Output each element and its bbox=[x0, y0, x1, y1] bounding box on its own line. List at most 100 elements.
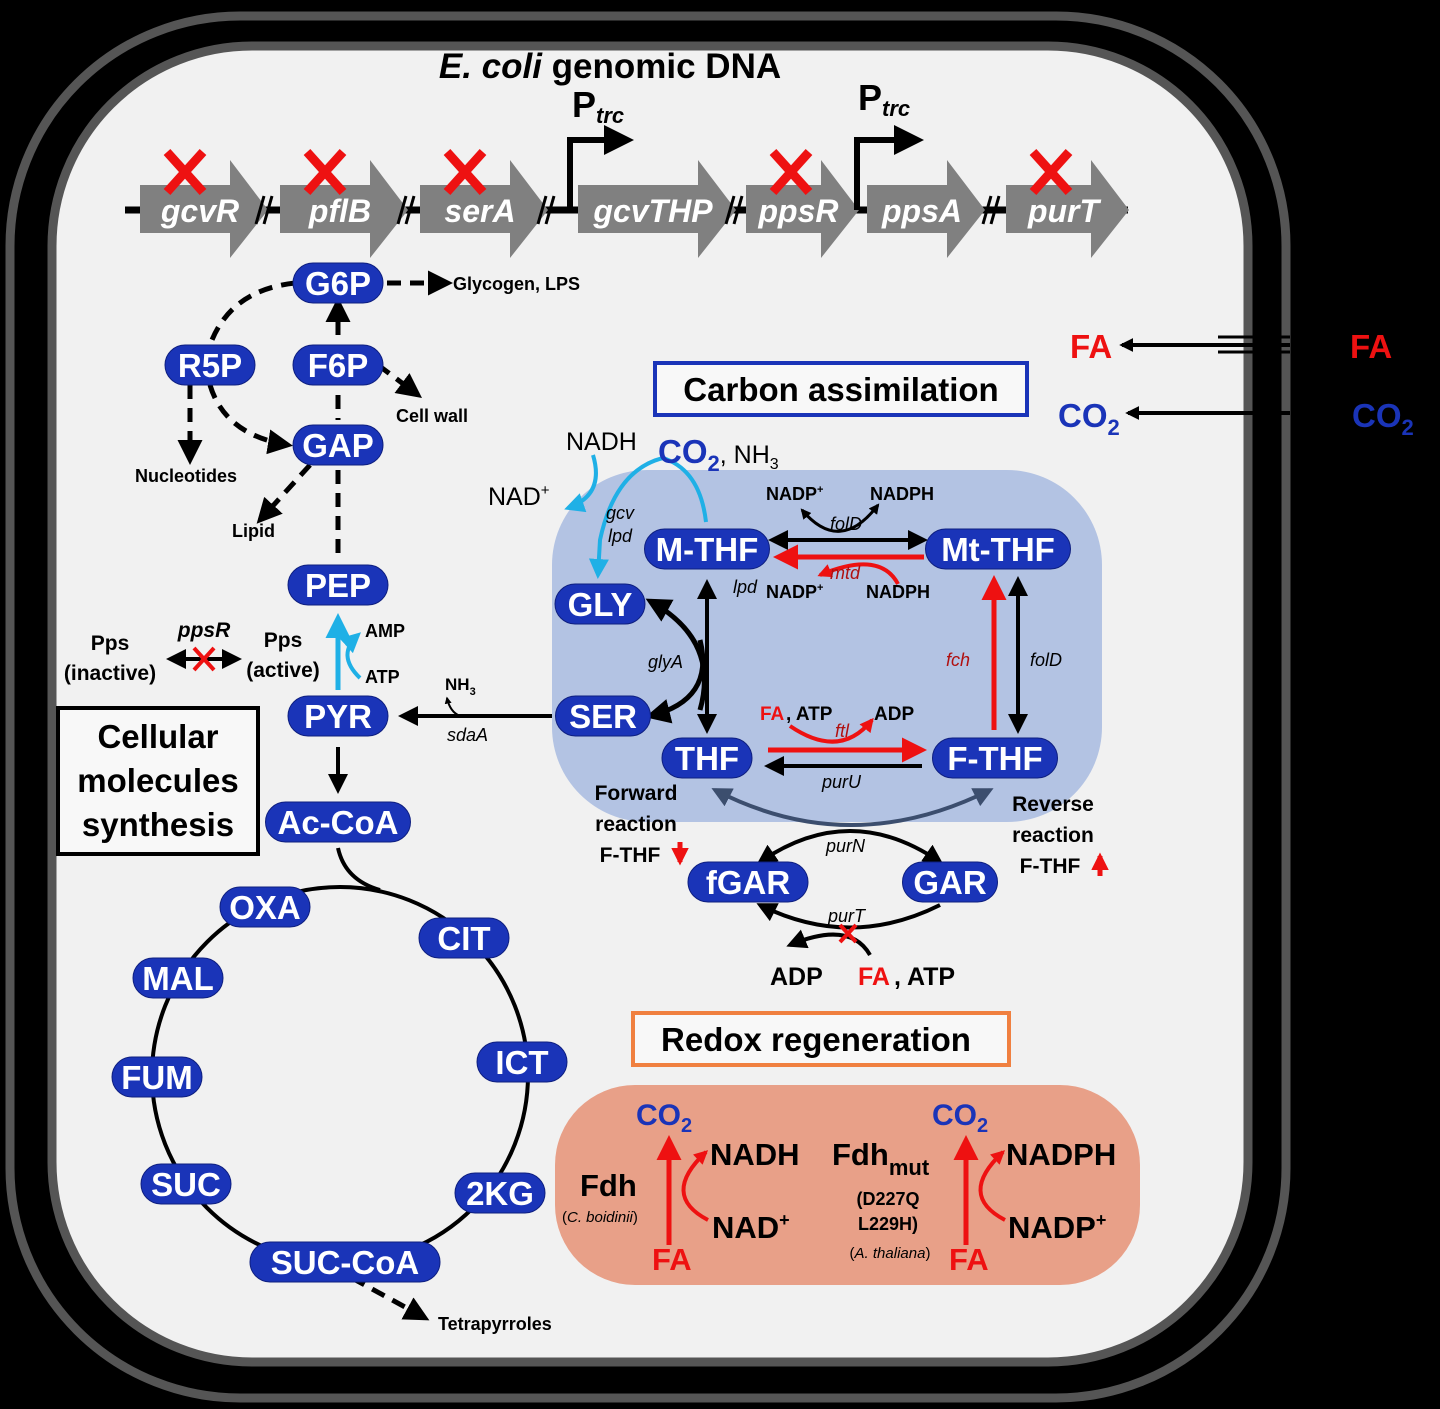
node-g6p: G6P bbox=[292, 262, 384, 304]
tetrapyrroles-label: Tetrapyrroles bbox=[438, 1314, 552, 1334]
svg-text:NAD+: NAD+ bbox=[712, 1210, 790, 1245]
svg-text:Ptrc: Ptrc bbox=[858, 77, 910, 121]
cell-wall-label: Cell wall bbox=[396, 406, 468, 426]
node-thf: THF bbox=[661, 737, 753, 779]
gene-arrow-icon bbox=[578, 160, 736, 258]
node-gly: GLY bbox=[554, 583, 646, 625]
cellular-synthesis-box bbox=[56, 706, 260, 856]
svg-text:(D227Q: (D227Q bbox=[856, 1189, 919, 1209]
svg-text:Ac-CoA: Ac-CoA bbox=[278, 804, 399, 841]
node-kg: 2KG bbox=[454, 1172, 546, 1214]
node-pyr: PYR bbox=[287, 695, 389, 737]
co2-inside-label: CO2 bbox=[1058, 397, 1120, 440]
redox-region bbox=[555, 1085, 1140, 1285]
svg-text:2KG: 2KG bbox=[466, 1175, 534, 1212]
promoter-2: Ptrc bbox=[854, 77, 924, 210]
node-f6p: F6P bbox=[292, 344, 384, 386]
svg-text:pflB: pflB bbox=[308, 193, 371, 229]
svg-text:gcv: gcv bbox=[606, 503, 635, 523]
svg-text:Cellular: Cellular bbox=[97, 718, 218, 755]
glycogen-label: Glycogen, LPS bbox=[453, 274, 580, 294]
svg-text:M-THF: M-THF bbox=[656, 531, 759, 568]
purU-label: purU bbox=[821, 772, 862, 792]
gene-arrow-icon bbox=[867, 160, 985, 258]
purT-block-icon bbox=[838, 923, 858, 944]
svg-text:CIT: CIT bbox=[437, 920, 490, 957]
svg-text:NADPH: NADPH bbox=[870, 484, 934, 504]
svg-text:CO2, NH3: CO2, NH3 bbox=[658, 433, 779, 476]
svg-text:NADPH: NADPH bbox=[866, 582, 930, 602]
svg-text:FA: FA bbox=[760, 704, 785, 725]
reverse-reaction-label: Reverse bbox=[1012, 793, 1094, 816]
node-mtthf: Mt-THF bbox=[925, 528, 1071, 570]
node-fgar: fGAR bbox=[687, 861, 809, 903]
svg-text:F-THF: F-THF bbox=[947, 740, 1042, 777]
svg-text:reaction: reaction bbox=[595, 813, 677, 836]
svg-text:FUM: FUM bbox=[121, 1059, 192, 1096]
svg-text:F6P: F6P bbox=[308, 347, 369, 384]
deletion-x-icon bbox=[443, 148, 487, 196]
node-fthf: F-THF bbox=[932, 737, 1058, 779]
gene-ppsR: ppsR bbox=[746, 148, 859, 258]
pps-cofactor-arrow bbox=[339, 632, 362, 680]
svg-text:FA: FA bbox=[858, 963, 890, 991]
svg-text:NADP+: NADP+ bbox=[766, 582, 823, 602]
fch-label: fch bbox=[946, 650, 970, 670]
redox-regeneration-box bbox=[631, 1011, 1011, 1067]
deletion-x-icon bbox=[303, 148, 347, 196]
svg-text:ATP: ATP bbox=[365, 667, 400, 687]
svg-text:NAD+: NAD+ bbox=[488, 482, 550, 511]
ftl-label: ftl bbox=[835, 721, 850, 741]
svg-text:ICT: ICT bbox=[495, 1044, 548, 1081]
dna-break-icon bbox=[724, 195, 744, 225]
svg-text:R5P: R5P bbox=[178, 347, 242, 384]
svg-text:Pps: Pps bbox=[264, 629, 303, 652]
gene-arrow-icon bbox=[1006, 160, 1129, 258]
carbon-assimilation-label: Carbon assimilation bbox=[683, 371, 998, 408]
node-cit: CIT bbox=[418, 917, 510, 959]
svg-text:PYR: PYR bbox=[304, 698, 372, 735]
svg-text:(active): (active) bbox=[246, 659, 320, 682]
gene-arrow-icon bbox=[280, 160, 408, 258]
node-succoa: SUC-CoA bbox=[249, 1241, 441, 1283]
svg-text:SUC-CoA: SUC-CoA bbox=[271, 1244, 419, 1281]
svg-text:SER: SER bbox=[569, 698, 637, 735]
svg-text:CO2: CO2 bbox=[636, 1099, 692, 1137]
purT-label: purT bbox=[827, 906, 867, 926]
upper-glycolysis-arrows bbox=[177, 270, 453, 1321]
fdh-label: Fdh bbox=[580, 1168, 637, 1203]
svg-text:Pps: Pps bbox=[91, 632, 130, 655]
svg-text:OXA: OXA bbox=[229, 889, 301, 926]
svg-text:gcvTHP: gcvTHP bbox=[592, 193, 713, 229]
svg-text:THF: THF bbox=[675, 740, 739, 777]
deletion-x-icon bbox=[163, 148, 207, 196]
svg-text:(A. thaliana): (A. thaliana) bbox=[850, 1245, 931, 1262]
node-oxa: OXA bbox=[219, 886, 311, 928]
co2-transport: CO2 CO2 bbox=[1058, 397, 1414, 440]
svg-text:lpd: lpd bbox=[608, 526, 633, 546]
svg-text:PEP: PEP bbox=[305, 567, 371, 604]
gene-ppsA: ppsA bbox=[867, 160, 985, 258]
svg-text:F-THF: F-THF bbox=[1020, 855, 1081, 878]
gene-arrow-icon bbox=[746, 160, 859, 258]
gene-purT: purT bbox=[1006, 148, 1129, 258]
svg-text:serA: serA bbox=[444, 193, 515, 229]
gene-gcvTHP: gcvTHP bbox=[578, 160, 736, 258]
svg-text:NADP+: NADP+ bbox=[766, 484, 823, 504]
deletion-x-icon bbox=[769, 148, 813, 196]
svg-text:NADH: NADH bbox=[566, 428, 637, 456]
svg-text:ADP: ADP bbox=[874, 704, 914, 725]
forward-reaction-label: Forward bbox=[595, 782, 678, 805]
svg-text:ppsA: ppsA bbox=[881, 193, 962, 229]
fa-outside-label: FA bbox=[1350, 328, 1392, 365]
svg-text:L229H): L229H) bbox=[858, 1214, 918, 1234]
gene-arrow-icon bbox=[140, 160, 268, 258]
co2-outside-label: CO2 bbox=[1352, 397, 1414, 440]
fa-inside-label: FA bbox=[1070, 328, 1112, 365]
svg-text:purT: purT bbox=[1027, 193, 1102, 229]
svg-text:F-THF: F-THF bbox=[600, 844, 661, 867]
mtd-label: mtd bbox=[830, 563, 861, 583]
node-mal: MAL bbox=[132, 957, 224, 999]
